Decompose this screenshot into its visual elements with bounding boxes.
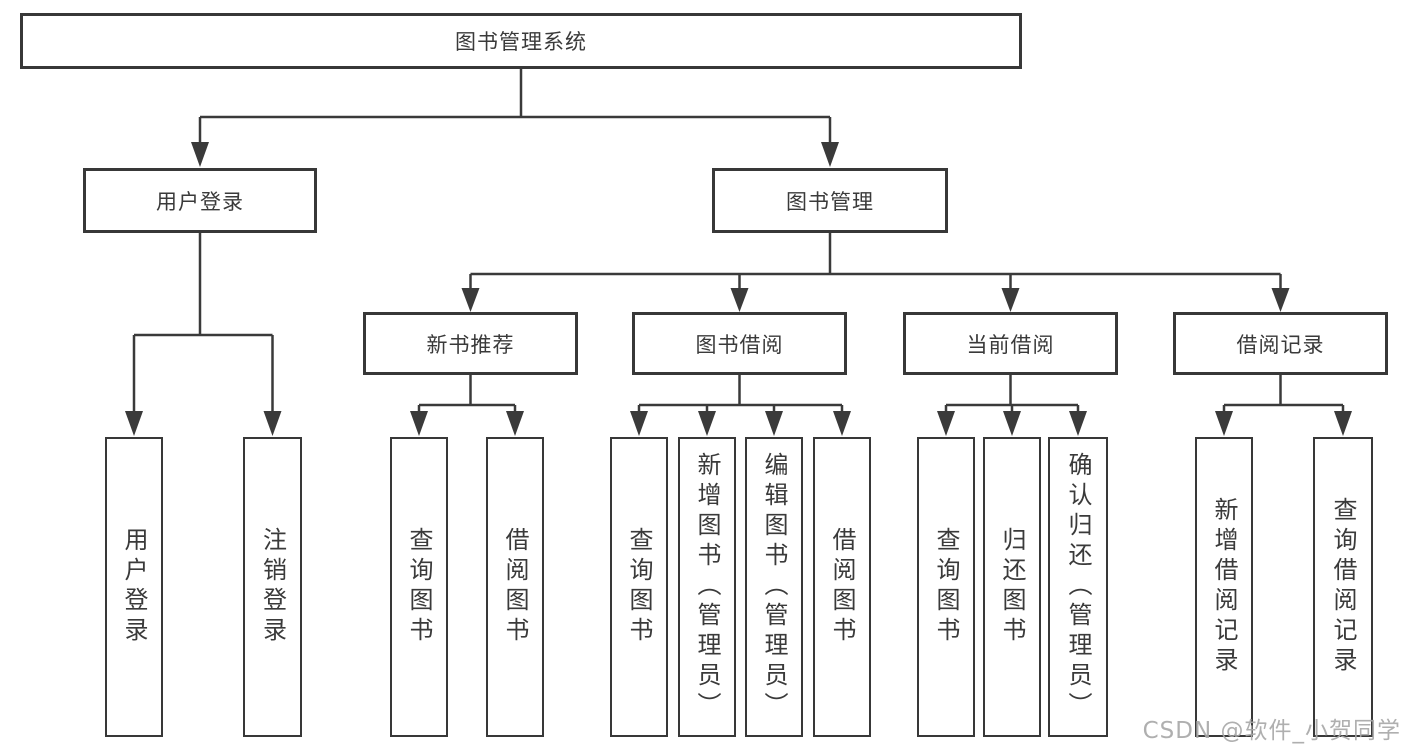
arrowhead xyxy=(1069,411,1087,436)
leaf-user-login-label: 用户登录 xyxy=(120,527,148,647)
node-current-borrow-label: 当前借阅 xyxy=(966,332,1055,357)
node-new-book-recommend: 新书推荐 xyxy=(363,312,578,375)
arrowhead xyxy=(191,142,209,167)
csdn-watermark: CSDN @软件_小贺同学 xyxy=(1142,718,1401,744)
leaf-borrow-books-2-label: 借阅图书 xyxy=(828,527,856,647)
arrowhead xyxy=(506,411,524,436)
node-root-label: 图书管理系统 xyxy=(455,30,587,54)
leaf-logout-label: 注销登录 xyxy=(258,527,287,647)
arrowhead xyxy=(1271,288,1290,312)
leaf-logout: 注销登录 xyxy=(243,437,302,737)
arrowhead xyxy=(630,411,648,436)
arrowhead xyxy=(1001,288,1020,312)
leaf-user-login: 用户登录 xyxy=(105,437,163,737)
arrowhead xyxy=(698,411,716,436)
leaf-confirm-return-admin: 确认归还（管理员） xyxy=(1048,437,1108,737)
leaf-return-book: 归还图书 xyxy=(983,437,1041,737)
leaf-query-borrow-record-label: 查询借阅记录 xyxy=(1329,497,1357,677)
leaf-add-book-admin-label: 新增图书（管理员） xyxy=(693,452,721,722)
arrowhead xyxy=(833,411,851,436)
arrowhead xyxy=(263,411,282,436)
node-root: 图书管理系统 xyxy=(20,13,1022,69)
node-current-borrow: 当前借阅 xyxy=(903,312,1118,375)
leaf-borrow-books-1: 借阅图书 xyxy=(486,437,544,737)
node-book-borrow: 图书借阅 xyxy=(632,312,847,375)
leaf-add-borrow-record: 新增借阅记录 xyxy=(1195,437,1253,737)
arrowhead xyxy=(821,142,839,167)
leaf-return-book-label: 归还图书 xyxy=(998,527,1026,647)
arrowhead xyxy=(937,411,955,436)
leaf-borrow-books-1-label: 借阅图书 xyxy=(501,527,529,647)
node-borrow-records-label: 借阅记录 xyxy=(1236,332,1325,357)
leaf-add-book-admin: 新增图书（管理员） xyxy=(678,437,736,737)
leaf-confirm-return-admin-label: 确认归还（管理员） xyxy=(1064,452,1092,722)
leaf-edit-book-admin-label: 编辑图书（管理员） xyxy=(760,452,788,722)
node-user-login: 用户登录 xyxy=(83,168,317,233)
leaf-query-books-3-label: 查询图书 xyxy=(932,527,960,647)
arrowhead xyxy=(730,288,749,312)
node-book-management: 图书管理 xyxy=(712,168,948,233)
arrowhead xyxy=(1334,411,1352,436)
node-book-borrow-label: 图书借阅 xyxy=(695,332,784,357)
arrowhead xyxy=(1215,411,1233,436)
leaf-query-books-1-label: 查询图书 xyxy=(405,527,433,647)
leaf-query-books-3: 查询图书 xyxy=(917,437,975,737)
arrowhead xyxy=(1003,411,1021,436)
leaf-edit-book-admin: 编辑图书（管理员） xyxy=(745,437,803,737)
leaf-query-borrow-record: 查询借阅记录 xyxy=(1313,437,1373,737)
node-book-management-label: 图书管理 xyxy=(786,189,874,214)
leaf-query-books-2-label: 查询图书 xyxy=(625,527,653,647)
arrowhead xyxy=(765,411,783,436)
arrowhead xyxy=(461,288,480,312)
node-borrow-records: 借阅记录 xyxy=(1173,312,1388,375)
leaf-add-borrow-record-label: 新增借阅记录 xyxy=(1210,497,1238,677)
arrowhead xyxy=(125,411,143,436)
node-user-login-label: 用户登录 xyxy=(156,189,244,214)
leaf-borrow-books-2: 借阅图书 xyxy=(813,437,871,737)
leaf-query-books-1: 查询图书 xyxy=(390,437,448,737)
leaf-query-books-2: 查询图书 xyxy=(610,437,668,737)
node-new-book-recommend-label: 新书推荐 xyxy=(426,332,515,357)
arrowhead xyxy=(410,411,428,436)
